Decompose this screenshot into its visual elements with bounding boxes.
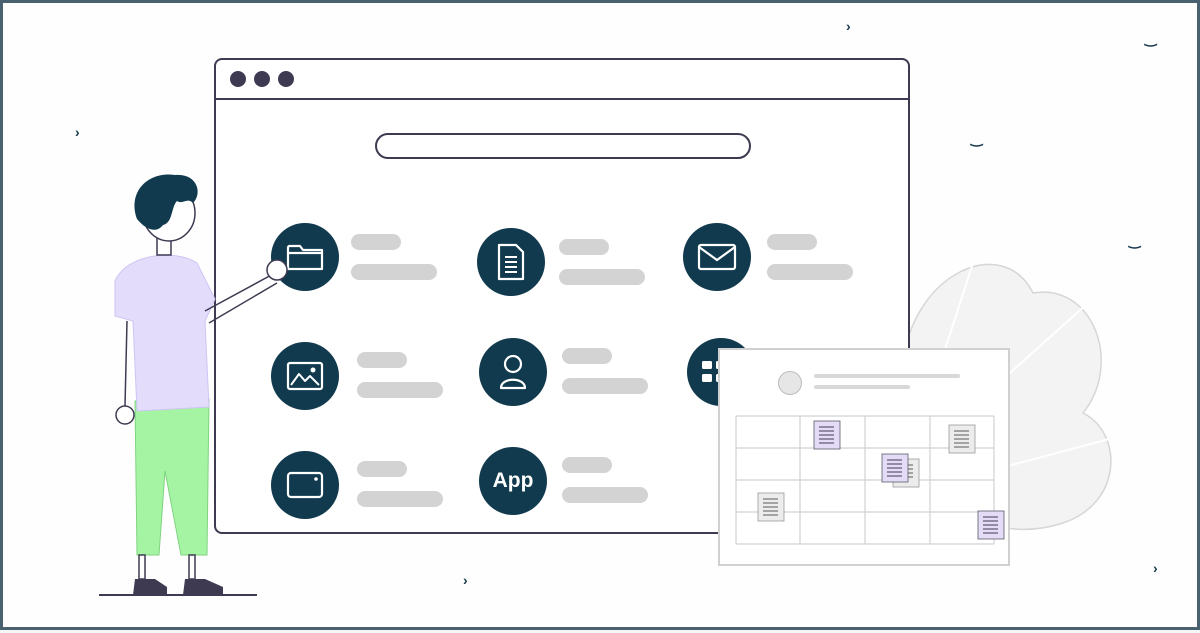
window-control-dot[interactable]	[230, 71, 246, 87]
mail-icon[interactable]	[683, 223, 751, 291]
window-control-dot[interactable]	[278, 71, 294, 87]
image-icon[interactable]	[271, 342, 339, 410]
sticky-note	[977, 510, 1005, 540]
avatar	[778, 371, 802, 395]
address-bar[interactable]	[375, 133, 751, 159]
decor-mark: ‿	[1145, 30, 1157, 46]
decor-chevron: ›	[1153, 560, 1158, 576]
app-label: App	[492, 469, 534, 492]
sticky-note	[757, 492, 785, 522]
decor-chevron: ›	[463, 572, 468, 588]
app-icon[interactable]: App	[479, 447, 547, 515]
decor-chevron: ›	[846, 18, 851, 34]
placeholder-text-line	[357, 382, 443, 398]
sticky-note	[881, 453, 909, 483]
user-icon[interactable]	[479, 338, 547, 406]
placeholder-text-line	[357, 491, 443, 507]
placeholder-text-line	[562, 487, 648, 503]
decor-chevron: ›	[75, 124, 80, 140]
placeholder-text-line	[357, 352, 407, 368]
placeholder-text-line	[559, 269, 645, 285]
calendar-card	[718, 348, 1010, 566]
sticky-note	[813, 420, 841, 450]
placeholder-text-line	[767, 234, 817, 250]
decor-mark: ‿	[971, 130, 983, 146]
decor-mark: ‿	[1129, 232, 1141, 248]
placeholder-text-line	[562, 378, 648, 394]
person-illustration	[99, 174, 288, 596]
placeholder-text-line	[559, 239, 609, 255]
folder-icon[interactable]	[271, 223, 339, 291]
placeholder-text-line	[562, 457, 612, 473]
placeholder-text-line	[351, 264, 437, 280]
placeholder-text-line	[814, 374, 960, 378]
document-icon[interactable]	[477, 228, 545, 296]
window-control-dot[interactable]	[254, 71, 270, 87]
placeholder-text-line	[357, 461, 407, 477]
placeholder-text-line	[562, 348, 612, 364]
sticky-note	[948, 424, 976, 454]
placeholder-text-line	[767, 264, 853, 280]
sticky-notes-layer	[757, 420, 1005, 540]
browser-titlebar	[216, 60, 908, 100]
placeholder-text-line	[351, 234, 401, 250]
placeholder-text-line	[814, 385, 910, 389]
tablet-icon[interactable]	[271, 451, 339, 519]
